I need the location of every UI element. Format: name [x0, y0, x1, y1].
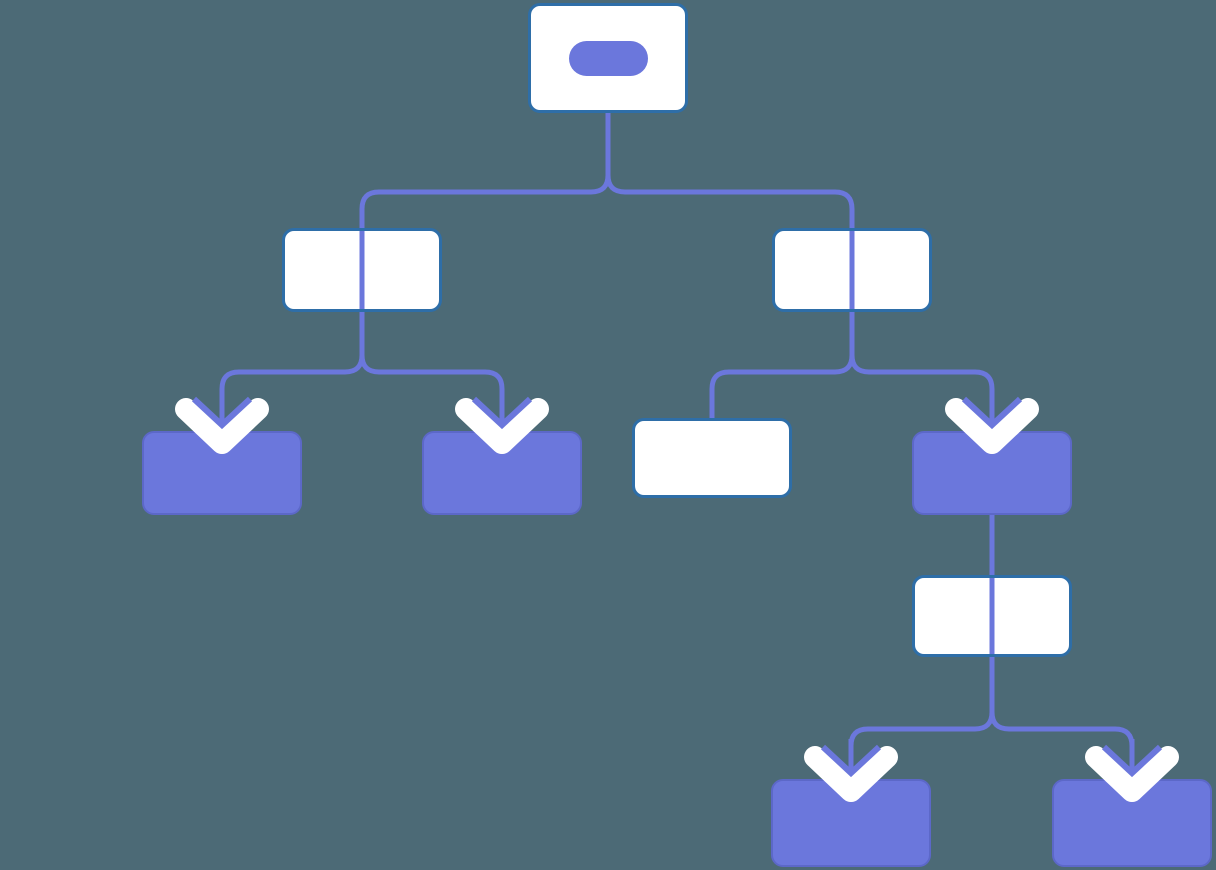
level1-right-node[interactable]: [772, 228, 932, 312]
level2-filled-node[interactable]: [912, 431, 1072, 515]
level1-left-node[interactable]: [282, 228, 442, 312]
level4-leaf-2[interactable]: [1052, 779, 1212, 867]
level3-white-node[interactable]: [912, 575, 1072, 657]
level4-leaf-1[interactable]: [771, 779, 931, 867]
root-node[interactable]: [528, 3, 688, 113]
level2-leaf-2[interactable]: [422, 431, 582, 515]
root-pill: [569, 41, 648, 76]
level2-white-node[interactable]: [632, 418, 792, 498]
level2-leaf-1[interactable]: [142, 431, 302, 515]
